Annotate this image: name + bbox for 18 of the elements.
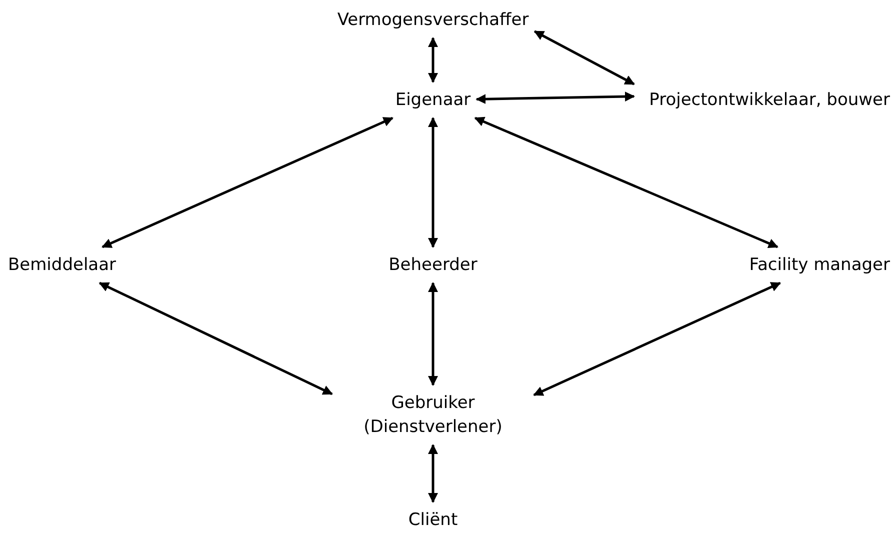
double-arrow [476,92,635,104]
node-label: Projectontwikkelaar, bouwer [640,88,890,112]
double-arrow [428,117,438,248]
double-arrow [474,116,778,248]
double-arrow [428,282,438,386]
double-arrow [533,282,781,396]
node-label: Eigenaar [395,88,471,112]
double-arrow [102,116,394,248]
double-arrow [428,444,438,503]
node-label: Facility manager [749,253,890,277]
node-label: Vermogensverschaffer [337,8,529,32]
double-arrow [98,282,333,396]
node-label: Bemiddelaar [8,253,116,277]
node-label: Beheerder [388,253,478,277]
node-label: Gebruiker (Dienstverlener) [338,391,528,439]
double-arrow [534,30,635,86]
double-arrow [428,37,438,83]
node-label: Cliënt [408,508,458,532]
